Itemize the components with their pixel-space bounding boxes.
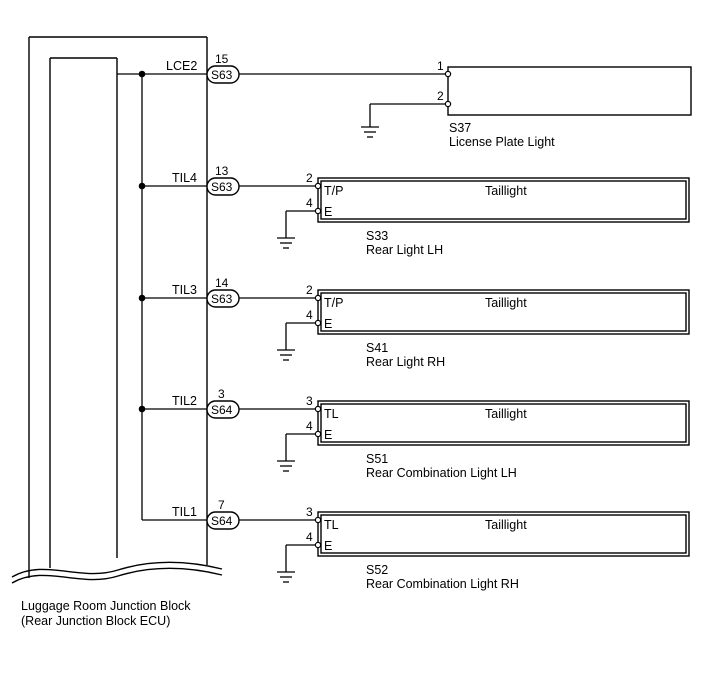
- component-name: Rear Light RH: [366, 355, 445, 369]
- junction-dot: [138, 294, 146, 302]
- component-name: License Plate Light: [449, 135, 555, 149]
- connector-oval: [206, 400, 240, 419]
- terminal-label: E: [324, 317, 332, 331]
- terminal-label: E: [324, 205, 332, 219]
- junction-dot: [138, 405, 146, 413]
- component-code: S33: [366, 229, 388, 243]
- internal-bus: [117, 73, 207, 521]
- pin-dot: [444, 100, 452, 108]
- pin-number: 4: [306, 530, 313, 544]
- junction-dot: [138, 70, 146, 78]
- pin-number: 2: [306, 283, 313, 297]
- component-name: Rear Combination Light LH: [366, 466, 517, 480]
- light-s41: 2 4 T/P E Taillight S41 Rear Light RH: [277, 283, 690, 369]
- junction-dot: [138, 182, 146, 190]
- pin-dot: [314, 319, 322, 327]
- license-plate-light-box: [447, 66, 692, 116]
- connector-label: S63: [211, 68, 233, 82]
- terminal-label-til2: TIL2: [172, 394, 197, 408]
- junction-block: [28, 36, 208, 578]
- light-title: Taillight: [485, 296, 527, 310]
- terminal-label: E: [324, 539, 332, 553]
- terminal-label: T/P: [324, 296, 343, 310]
- pin-dot: [314, 430, 322, 438]
- terminal-label: T/P: [324, 184, 343, 198]
- pin-dot: [444, 70, 452, 78]
- pin-number: 15: [215, 52, 229, 66]
- external-wires: [238, 73, 448, 521]
- connector-label: S63: [211, 292, 233, 306]
- pin-number: 7: [218, 498, 225, 512]
- component-code: S52: [366, 563, 388, 577]
- connector-ovals: [206, 65, 240, 530]
- terminal-label: TL: [324, 407, 339, 421]
- pin-number: 14: [215, 276, 229, 290]
- pin-number: 13: [215, 164, 229, 178]
- pin-number: 4: [306, 308, 313, 322]
- terminal-label-til4: TIL4: [172, 171, 197, 185]
- pin-number: 2: [437, 89, 444, 103]
- pin-number: 3: [306, 505, 313, 519]
- pin-dot: [314, 541, 322, 549]
- component-code: S41: [366, 341, 388, 355]
- terminal-label: TL: [324, 518, 339, 532]
- component-name: Rear Light LH: [366, 243, 443, 257]
- connector-label: S63: [211, 180, 233, 194]
- pin-number: 2: [306, 171, 313, 185]
- pin-dot: [314, 516, 322, 524]
- terminal-label-lce2: LCE2: [166, 59, 197, 73]
- pin-dot: [314, 294, 322, 302]
- connector-label: S64: [211, 514, 233, 528]
- connector-oval: [206, 289, 240, 308]
- pin-dot: [314, 207, 322, 215]
- component-name: Rear Combination Light RH: [366, 577, 519, 591]
- light-title: Taillight: [485, 184, 527, 198]
- junction-block-subname: (Rear Junction Block ECU): [21, 614, 170, 628]
- pin-number: 1: [437, 59, 444, 73]
- junction-block-cut: [11, 561, 223, 584]
- terminal-label-til3: TIL3: [172, 283, 197, 297]
- pin-dot: [314, 182, 322, 190]
- terminal-label: E: [324, 428, 332, 442]
- connector-oval: [206, 177, 240, 196]
- component-code: S37: [449, 121, 471, 135]
- light-title: Taillight: [485, 518, 527, 532]
- license-plate-pin-dots: [444, 70, 452, 108]
- license-plate-ground: [361, 103, 448, 138]
- pin-number: 3: [306, 394, 313, 408]
- light-s33: 2 4 T/P E Taillight S33 Rear Light LH: [277, 171, 690, 257]
- pin-number: 4: [306, 419, 313, 433]
- bus-junction-dots: [138, 70, 146, 413]
- connector-oval: [206, 511, 240, 530]
- pin-number: 3: [218, 387, 225, 401]
- pin-dot: [314, 405, 322, 413]
- light-s52: 3 4 TL E Taillight S52 Rear Combination …: [277, 505, 690, 591]
- pin-number: 4: [306, 196, 313, 210]
- terminal-label-til1: TIL1: [172, 505, 197, 519]
- component-code: S51: [366, 452, 388, 466]
- connector-oval: [206, 65, 240, 84]
- light-s51: 3 4 TL E Taillight S51 Rear Combination …: [277, 394, 690, 480]
- junction-block-name: Luggage Room Junction Block: [21, 599, 191, 613]
- connector-label: S64: [211, 403, 233, 417]
- light-title: Taillight: [485, 407, 527, 421]
